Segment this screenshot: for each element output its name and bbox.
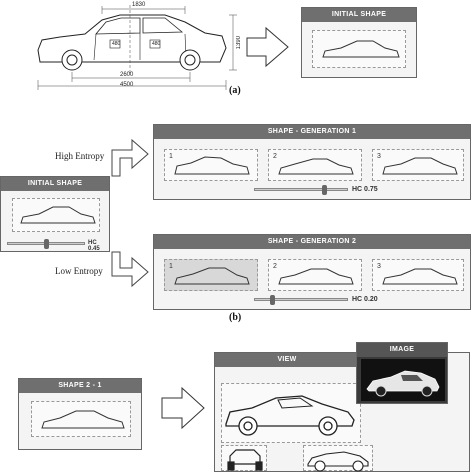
rear-view-cell[interactable] <box>303 445 373 472</box>
car-silhouette <box>382 157 458 175</box>
slider-thumb[interactable] <box>322 185 327 195</box>
low-entropy-label: Low Entropy <box>55 266 103 276</box>
cell-number: 1 <box>169 153 173 160</box>
generation-2-panel: SHAPE - GENERATION 2 1 2 3 HC 0.20 <box>153 234 471 310</box>
hc-value: HC 0.45 <box>88 240 100 252</box>
dim-wheelbase: 2600 <box>120 72 134 78</box>
shape-cell-3[interactable]: 3 <box>372 259 464 291</box>
shape-cell[interactable] <box>312 30 406 68</box>
panel-title: IMAGE <box>357 343 447 357</box>
caption-b: (b) <box>229 312 242 323</box>
car-silhouette <box>174 267 250 285</box>
shape-cell[interactable] <box>31 401 131 437</box>
car-silhouette <box>20 206 96 224</box>
panel-title: VIEW <box>215 353 359 367</box>
shape-cell-1-selected[interactable]: 1 <box>164 259 258 291</box>
cell-number: 3 <box>377 263 381 270</box>
cell-number: 2 <box>273 263 277 270</box>
car-silhouette <box>174 156 250 175</box>
dim-top: 1830 <box>132 2 146 8</box>
generation-1-panel: SHAPE - GENERATION 1 1 2 3 HC 0.75 <box>153 124 471 200</box>
slider-thumb[interactable] <box>270 295 275 305</box>
blueprint-label-rear: 480 <box>152 41 161 47</box>
panel-title: INITIAL SHAPE <box>1 177 109 191</box>
car-silhouette <box>278 268 354 285</box>
image-panel: IMAGE <box>356 342 448 404</box>
car-silhouette <box>382 268 458 285</box>
hc-value: HC 0.75 <box>352 186 378 193</box>
cell-number: 1 <box>169 263 173 270</box>
slider-track <box>254 188 348 191</box>
cell-number: 2 <box>273 153 277 160</box>
initial-shape-panel-b: INITIAL SHAPE HC 0.45 <box>0 176 110 252</box>
hc-slider[interactable] <box>7 239 85 249</box>
hc-value: HC 0.20 <box>352 296 378 303</box>
shape-cell-2[interactable]: 2 <box>268 149 362 181</box>
slider-track <box>254 298 348 301</box>
panel-title: SHAPE - GENERATION 2 <box>154 235 470 249</box>
shape-cell-1[interactable]: 1 <box>164 149 258 181</box>
high-entropy-label: High Entropy <box>55 151 105 161</box>
sports-car-front-view <box>227 449 263 471</box>
shape-cell-2[interactable]: 2 <box>268 259 362 291</box>
cell-number: 3 <box>377 153 381 160</box>
dim-length: 4500 <box>120 82 134 88</box>
panel-title: SHAPE - GENERATION 1 <box>154 125 470 139</box>
caption-a: (a) <box>229 85 241 96</box>
hc-slider[interactable] <box>254 295 348 305</box>
side-view-cell[interactable] <box>221 383 361 443</box>
car-silhouette <box>278 158 354 175</box>
shape-2-1-panel: SHAPE 2 - 1 <box>18 378 142 450</box>
initial-shape-panel-a: INITIAL SHAPE <box>301 7 417 78</box>
sports-car-small-side-view <box>307 451 369 472</box>
panel-title: SHAPE 2 - 1 <box>19 379 141 393</box>
shape-cell-3[interactable]: 3 <box>372 149 464 181</box>
slider-thumb[interactable] <box>44 239 49 249</box>
car-silhouette <box>322 40 400 58</box>
blueprint-label-front: 480 <box>112 41 121 47</box>
panel-title: INITIAL SHAPE <box>302 8 416 22</box>
car-silhouette <box>41 410 125 429</box>
sports-car-photo-icon <box>366 370 440 397</box>
front-view-cell[interactable] <box>221 445 267 471</box>
shape-cell[interactable] <box>12 198 100 232</box>
car-photo <box>361 359 445 401</box>
hc-slider[interactable] <box>254 185 348 195</box>
sports-car-side-view <box>225 395 355 436</box>
